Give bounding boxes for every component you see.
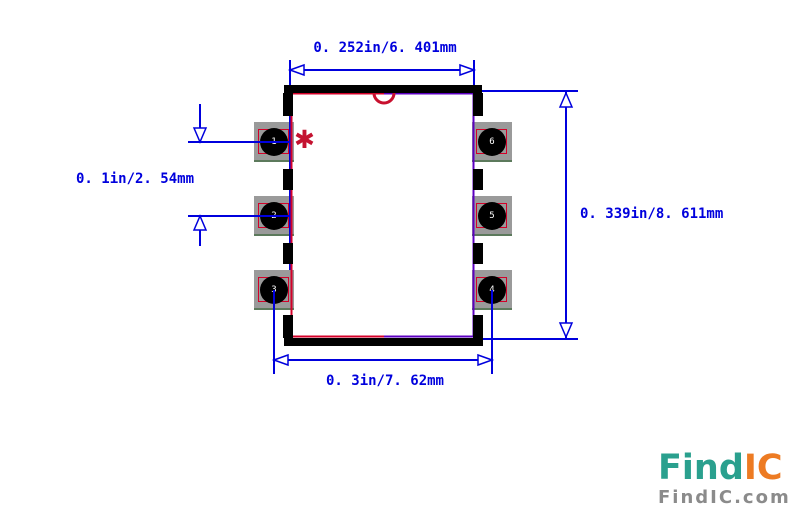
pin-number: 5: [489, 210, 495, 221]
package-top-edge: [284, 85, 482, 93]
pin-hole: 5: [478, 202, 506, 230]
arrowhead-right-icon: [477, 353, 495, 367]
arrowhead-right-icon: [459, 63, 477, 77]
body-outline: [290, 92, 475, 338]
lead-right-3: [473, 243, 483, 264]
arrowhead-down-icon: [558, 322, 574, 339]
logo-ic-text: IC: [743, 448, 783, 488]
lead-left-1: [283, 93, 293, 116]
top-dimension-label: 0. 252in/6. 401mm: [313, 40, 457, 56]
pin-hole: 4: [478, 276, 506, 304]
pin-hole: 6: [478, 128, 506, 156]
arrowhead-down-icon: [192, 127, 208, 144]
package-bottom-edge: [284, 338, 483, 346]
pin-hole: 2: [260, 202, 288, 230]
logo-find-text: Find: [658, 448, 744, 488]
arrowhead-left-icon: [287, 63, 305, 77]
left-dimension-label: 0. 1in/2. 54mm: [76, 171, 195, 187]
findic-logo-text: FindIC: [658, 449, 791, 487]
pad-pin6: 6: [472, 122, 512, 162]
pad-pin2: 2: [254, 196, 294, 236]
lead-right-4: [473, 315, 483, 338]
arrowhead-left-icon: [271, 353, 289, 367]
lead-left-4: [283, 315, 293, 338]
pad-pin3: 3: [254, 270, 294, 310]
pin-hole: 3: [260, 276, 288, 304]
pad-pin5: 5: [472, 196, 512, 236]
lead-left-2: [283, 169, 293, 190]
pad-pin1: 1: [254, 122, 294, 162]
pin-number: 2: [271, 210, 277, 221]
pin-number: 4: [489, 284, 495, 295]
lead-right-1: [473, 93, 483, 116]
bottom-dimension-label: 0. 3in/7. 62mm: [325, 373, 444, 389]
blue-dimension-lines: [188, 60, 578, 374]
pad-pin4: 4: [472, 270, 512, 310]
dimension-arrowheads: [192, 63, 574, 367]
findic-site-url: FindIC.com: [658, 487, 791, 508]
pin1-marker-icon: ✱: [294, 125, 315, 154]
pin-number: 1: [271, 136, 277, 147]
pin-number: 6: [489, 136, 495, 147]
pin-number: 3: [271, 284, 277, 295]
orientation-notch-icon: [372, 92, 396, 105]
findic-logo[interactable]: FindIC FindIC.com: [658, 449, 791, 508]
pin-hole: 1: [260, 128, 288, 156]
lead-left-3: [283, 243, 293, 264]
right-dimension-label: 0. 339in/8. 611mm: [580, 206, 724, 222]
arrowhead-up-icon: [192, 214, 208, 231]
arrowhead-up-icon: [558, 91, 574, 108]
lead-right-2: [473, 169, 483, 190]
